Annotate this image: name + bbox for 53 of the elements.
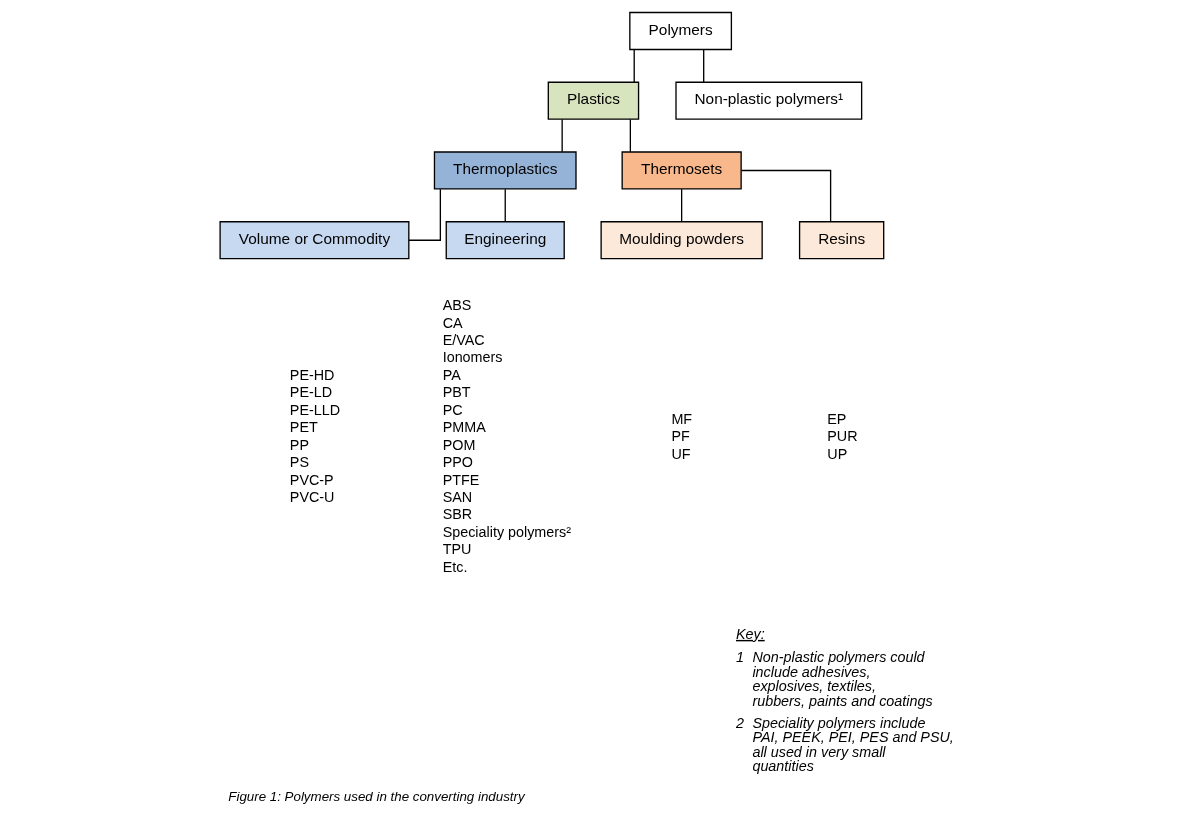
node-label: PS	[289, 454, 309, 471]
node-label: PE-HD	[289, 366, 335, 383]
node-label: UP	[827, 445, 848, 462]
label: Non-plastic polymers could include adhesives, explosives, textiles, rubbers, paints and coatings	[752, 649, 933, 709]
node-label: PE-LLD	[289, 401, 341, 418]
node-label: EP	[827, 411, 847, 428]
node-label: PET	[289, 419, 318, 436]
node-label: PPO	[442, 454, 473, 471]
connector	[504, 188, 506, 223]
caption: Figure 1: Polymers used in the converting industry	[228, 788, 525, 804]
node-label: E/VAC	[442, 332, 485, 349]
node-label: PVC-P	[289, 471, 334, 488]
node-box: Resins	[798, 221, 885, 260]
connector	[633, 49, 635, 83]
node-label: Speciality polymers²	[442, 523, 572, 540]
label: Key:	[736, 625, 765, 642]
node-label: PBT	[442, 384, 471, 401]
label: 1	[736, 649, 744, 666]
node-label: ABS	[442, 297, 472, 314]
node-box: Moulding powders	[600, 221, 763, 260]
node-box: Engineering	[445, 221, 565, 260]
node-label: PE-LD	[289, 384, 333, 401]
label: 2	[736, 715, 744, 732]
connector	[740, 169, 832, 223]
node-label: PTFE	[442, 471, 480, 488]
label: Speciality polymers include PAI, PEEK, PEI, PES and PSU, all used in very small quantities	[752, 715, 954, 775]
node-label: PC	[442, 401, 463, 418]
connector	[629, 118, 632, 153]
connector	[703, 49, 705, 83]
node-label: TPU	[442, 541, 472, 558]
node-label: SBR	[442, 506, 473, 523]
connector	[680, 188, 683, 223]
node-label: PA	[442, 366, 461, 383]
node-box: Thermoplastics	[433, 151, 577, 190]
node-box: Volume or Commodity	[219, 221, 410, 260]
node-label: CA	[442, 314, 463, 331]
node-box: Plastics	[547, 81, 640, 120]
node-label: PP	[289, 436, 309, 453]
node-box: Thermosets	[621, 151, 742, 190]
connector	[561, 118, 563, 153]
node-label: PVC-U	[289, 488, 335, 505]
node-label: MF	[671, 411, 693, 428]
node-box: Non-plastic polymers¹	[675, 81, 863, 120]
node-label: UF	[671, 445, 691, 462]
node-label: POM	[442, 436, 476, 453]
node-label: Etc.	[442, 558, 468, 575]
node-label: PMMA	[442, 419, 486, 436]
node-label: SAN	[442, 488, 473, 505]
node-box: Polymers	[629, 11, 733, 51]
node-label: PUR	[827, 428, 858, 445]
node-label: Ionomers	[442, 349, 503, 366]
node-label: PF	[671, 428, 690, 445]
connector	[408, 188, 442, 241]
